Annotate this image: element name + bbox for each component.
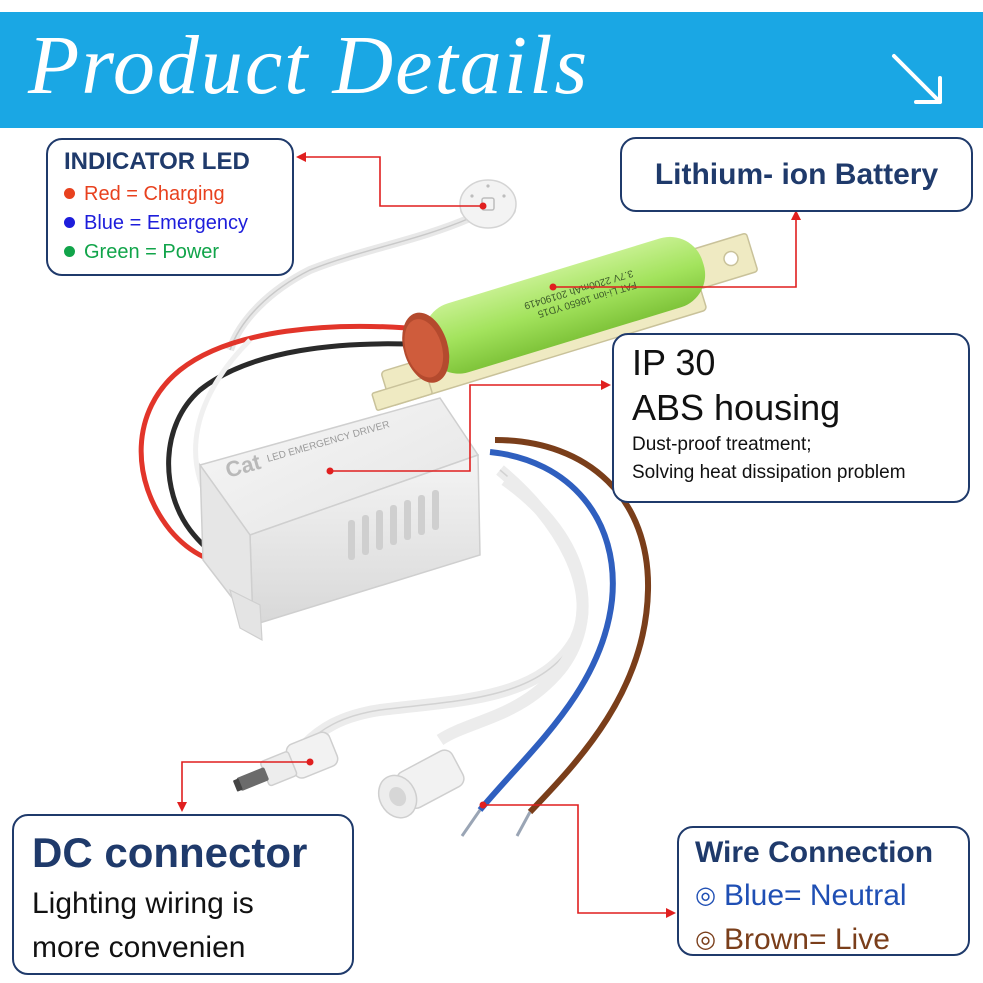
indicator-red-row: Red = Charging	[64, 180, 276, 209]
emergency-driver-box: Cat LED EMERGENCY DRIVER	[198, 397, 481, 642]
blue-dot-icon	[64, 217, 75, 228]
dc-female-connector	[377, 749, 465, 819]
housing-callout: IP 30 ABS housing Dust-proof treatment; …	[612, 333, 970, 503]
battery-label: Lithium- ion Battery	[654, 157, 939, 191]
wire-connection-title: Wire Connection	[695, 836, 934, 869]
ip-rating: IP 30	[632, 342, 716, 383]
dc-male-connector	[233, 731, 339, 792]
dc-connector-desc-1: Lighting wiring is	[32, 887, 254, 920]
dc-cable-female	[436, 475, 589, 746]
dc-connector-title: DC connector	[32, 829, 308, 876]
green-dot-icon	[64, 246, 75, 257]
page-title: Product Details	[28, 19, 590, 112]
battery-callout: Lithium- ion Battery	[620, 137, 973, 212]
indicator-green-row: Green = Power	[64, 238, 276, 267]
blue-wire	[477, 449, 616, 812]
arrow-down-right-icon	[892, 54, 942, 104]
red-dot-icon	[64, 188, 75, 199]
wire-brown-row: ◎ Brown= Live	[695, 918, 952, 962]
wire-connection-callout: Wire Connection ◎ Blue= Neutral ◎ Brown= L…	[677, 826, 970, 956]
wire-blue-label: Blue= Neutral	[723, 879, 907, 912]
title-banner: Product Details	[0, 12, 983, 128]
indicator-red-label: Red = Charging	[84, 183, 225, 205]
led-indicator	[459, 179, 517, 229]
battery-red-wire	[138, 323, 431, 569]
housing-desc-2: Solving heat dissipation problem	[632, 462, 906, 483]
wire-blue-row: ◎ Blue= Neutral	[695, 874, 952, 918]
indicator-blue-row: Blue = Emergency	[64, 209, 276, 238]
indicator-led-title: INDICATOR LED	[64, 148, 250, 175]
housing-desc-1: Dust-proof treatment;	[632, 434, 812, 455]
indicator-green-label: Green = Power	[84, 241, 220, 263]
indicator-blue-label: Blue = Emergency	[84, 212, 248, 234]
indicator-led-callout: INDICATOR LED Red = Charging Blue = Emer…	[46, 138, 294, 276]
wire-brown-label: Brown= Live	[723, 923, 890, 956]
dc-connector-callout: DC connector Lighting wiring is more con…	[12, 814, 354, 975]
dc-connector-desc-2: more convenien	[32, 931, 246, 964]
double-circle-icon: ◎	[695, 882, 716, 909]
double-circle-icon: ◎	[695, 926, 716, 953]
housing-material: ABS housing	[632, 387, 841, 428]
